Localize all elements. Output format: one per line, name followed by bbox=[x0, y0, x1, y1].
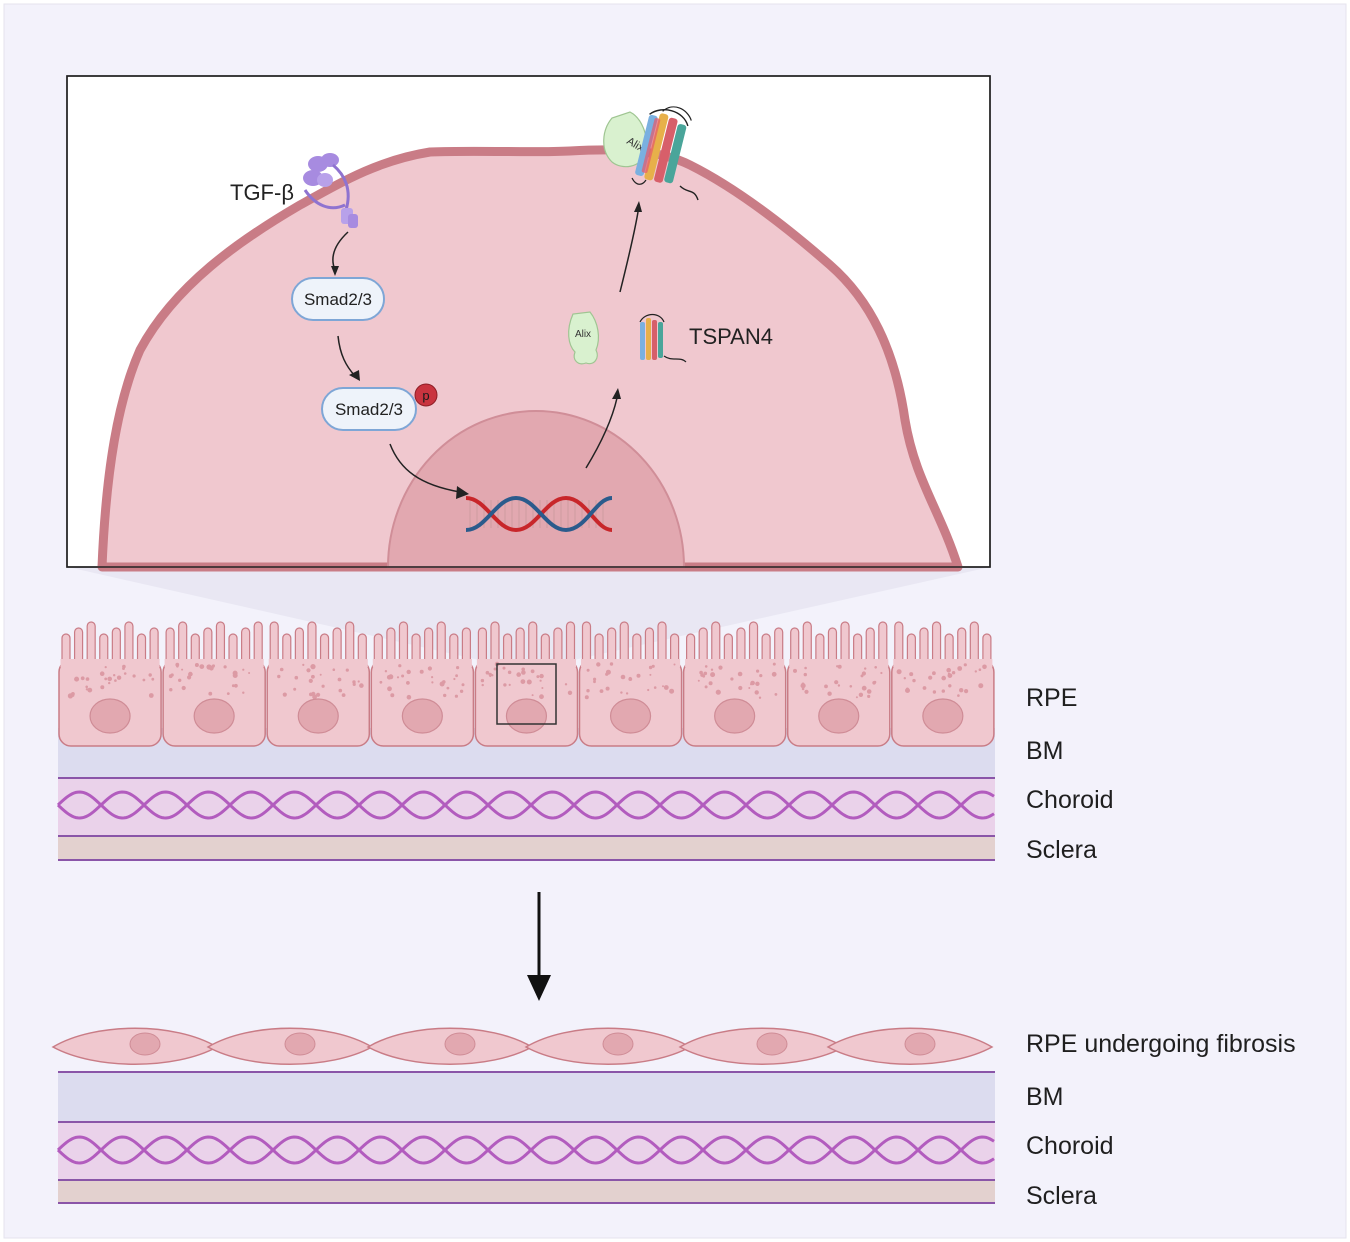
choroid-vessel-wave bbox=[56, 790, 995, 820]
smad-p-node bbox=[321, 387, 417, 431]
smad-label: Smad2/3 bbox=[304, 290, 372, 309]
arrow-icon bbox=[456, 486, 469, 499]
alix-label: Alix bbox=[575, 329, 591, 340]
dna-icon bbox=[465, 495, 613, 533]
smad-p-label: Smad2/3 bbox=[335, 400, 403, 419]
healthy-choroid-layer bbox=[58, 778, 995, 836]
rpe-nucleus bbox=[818, 698, 860, 734]
fibrosis-bm-layer bbox=[58, 1072, 995, 1122]
membrane-complex: Alix bbox=[603, 106, 699, 201]
tspan4-label: TSPAN4 bbox=[689, 324, 773, 349]
healthy-tissue bbox=[56, 621, 995, 861]
fibrotic-tissue bbox=[51, 1027, 995, 1204]
inset-panel: TGF-β Smad2/3 Smad2/3 p bbox=[66, 75, 991, 572]
healthy-sclera-layer bbox=[58, 836, 995, 860]
fibrotic-rpe-cell bbox=[206, 1027, 374, 1065]
fibrotic-nucleus bbox=[756, 1032, 788, 1056]
rpe-cell bbox=[578, 621, 683, 747]
tgf-beta-receptor-icon bbox=[303, 153, 358, 228]
fibrotic-nucleus bbox=[602, 1032, 634, 1056]
rpe-nucleus bbox=[714, 698, 756, 734]
rpe-cell bbox=[682, 621, 787, 747]
fibrotic-rpe-cell bbox=[826, 1027, 994, 1065]
rpe-nucleus bbox=[193, 698, 235, 734]
sclera-label-lower: Sclera bbox=[1026, 1182, 1097, 1210]
fibrotic-nucleus bbox=[284, 1032, 316, 1056]
fibrotic-nucleus bbox=[129, 1032, 161, 1056]
rpe-nucleus bbox=[297, 698, 339, 734]
choroid-vessel-wave bbox=[56, 1135, 995, 1165]
alix-icon: Alix bbox=[568, 311, 600, 365]
choroid-label-lower: Choroid bbox=[1026, 1132, 1114, 1160]
sclera-label: Sclera bbox=[1026, 836, 1097, 864]
rpe-label: RPE bbox=[1026, 684, 1077, 712]
tspan4-icon bbox=[639, 313, 687, 363]
arrow-icon bbox=[527, 975, 551, 1001]
rpe-cell-row bbox=[58, 621, 995, 747]
fibrosis-sclera-layer bbox=[58, 1180, 995, 1203]
rpe-cell bbox=[266, 621, 371, 747]
fibrotic-cell-row bbox=[51, 1027, 994, 1065]
rpe-cell bbox=[370, 621, 475, 747]
selection-box bbox=[496, 663, 557, 725]
cell-body bbox=[97, 145, 963, 572]
rpe-nucleus bbox=[922, 698, 964, 734]
rpe-cell bbox=[162, 621, 266, 747]
rpe-cell bbox=[786, 621, 891, 747]
fibrotic-rpe-cell bbox=[366, 1027, 534, 1065]
fibrosis-choroid-layer bbox=[58, 1122, 995, 1180]
rpe-nucleus bbox=[609, 698, 652, 734]
rpe-nucleus bbox=[505, 698, 548, 734]
phosphate-icon bbox=[414, 383, 438, 407]
fibrotic-nucleus bbox=[904, 1032, 936, 1056]
fibrotic-nucleus bbox=[444, 1032, 476, 1056]
rpe-fibrosis-label: RPE undergoing fibrosis bbox=[1026, 1030, 1296, 1058]
arrow-icon bbox=[331, 266, 339, 276]
smad-node bbox=[291, 277, 385, 321]
tgf-beta-label: TGF-β bbox=[230, 180, 294, 205]
choroid-vessel-wave bbox=[56, 790, 995, 820]
bm-label-lower: BM bbox=[1026, 1083, 1064, 1111]
rpe-nucleus bbox=[401, 698, 443, 734]
arrow-icon bbox=[612, 388, 621, 399]
zoom-connector bbox=[68, 567, 990, 664]
bm-label: BM bbox=[1026, 737, 1064, 765]
choroid-label: Choroid bbox=[1026, 786, 1114, 814]
rpe-nucleus bbox=[89, 698, 131, 734]
rpe-cell bbox=[58, 621, 162, 747]
arrow-icon bbox=[349, 370, 360, 381]
arrow-icon bbox=[634, 201, 642, 212]
choroid-vessel-wave bbox=[56, 1135, 995, 1165]
rpe-cell bbox=[891, 621, 995, 747]
phosphate-label: p bbox=[422, 388, 429, 403]
